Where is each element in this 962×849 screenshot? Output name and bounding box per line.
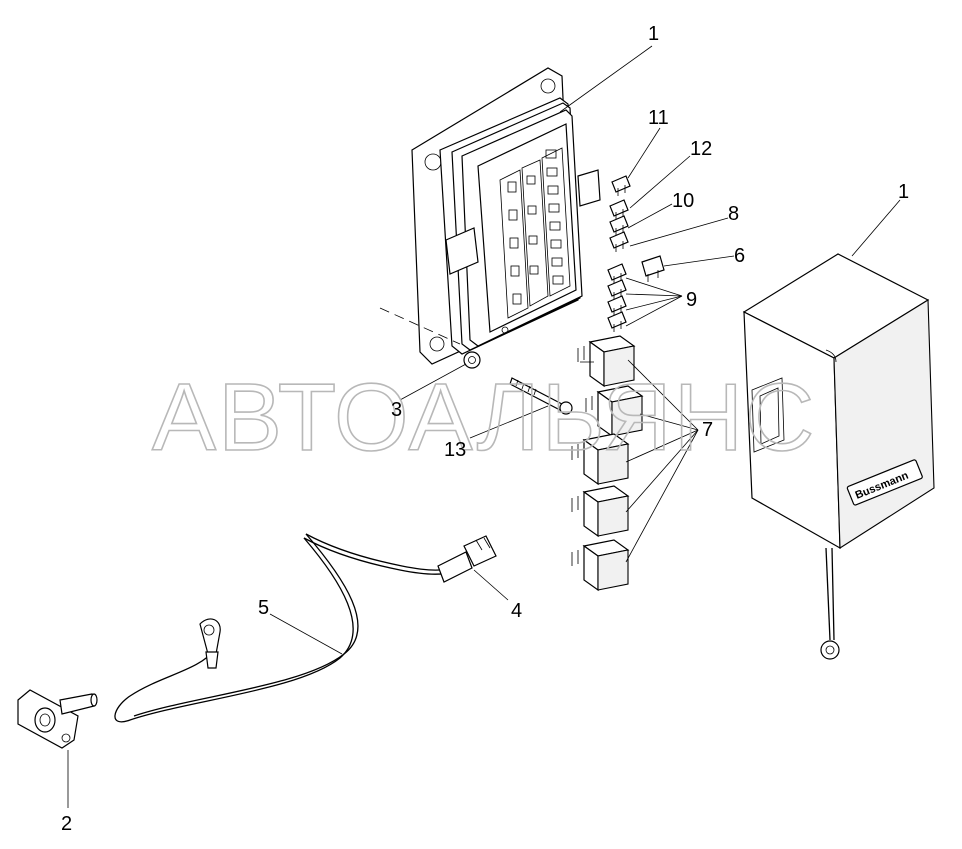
relay-icon [577, 335, 636, 388]
callout-8: 8 [728, 203, 739, 225]
fuse-slots [499, 147, 571, 319]
relay-icon [585, 385, 644, 438]
connector-icon [437, 535, 497, 583]
fuse-box-cover: Bussmann [742, 253, 935, 660]
maxi-fuse-icon [641, 255, 665, 282]
blade-fuse-icon [609, 199, 629, 220]
ground-wire-icon [114, 533, 453, 723]
callout-2: 2 [61, 813, 72, 835]
bolt-icon [509, 377, 573, 415]
callout-12: 12 [690, 138, 712, 160]
callout-9: 9 [686, 289, 697, 311]
watermark-text: АВТОАЛЬЯНС [152, 364, 816, 471]
leader-lines [67, 45, 901, 808]
callout-5: 5 [258, 597, 269, 619]
mounting-bracket-icon [17, 689, 98, 749]
callout-1-cover: 1 [898, 181, 909, 203]
callout-10: 10 [672, 190, 694, 212]
relay-icon [571, 433, 630, 486]
callout-6: 6 [734, 245, 745, 267]
relay-icon [571, 485, 630, 538]
blade-fuse-icon [607, 295, 627, 316]
callout-4: 4 [511, 600, 522, 622]
callout-11: 11 [648, 107, 669, 129]
fuse-box-assembly [411, 67, 601, 365]
relays [571, 335, 644, 592]
callout-3: 3 [391, 399, 402, 421]
blade-fuses [607, 175, 665, 332]
callout-7: 7 [702, 419, 713, 441]
blade-fuse-icon [607, 263, 627, 284]
blade-fuse-icon [609, 215, 629, 236]
blade-fuse-icon [607, 279, 627, 300]
callout-1-fuse-box: 1 [648, 23, 659, 45]
callout-13: 13 [444, 439, 466, 461]
blade-fuse-icon [609, 231, 629, 252]
relay-icon [571, 539, 630, 592]
blade-fuse-icon [611, 175, 631, 196]
blade-fuse-icon [607, 311, 627, 332]
washer-icon [463, 351, 481, 369]
